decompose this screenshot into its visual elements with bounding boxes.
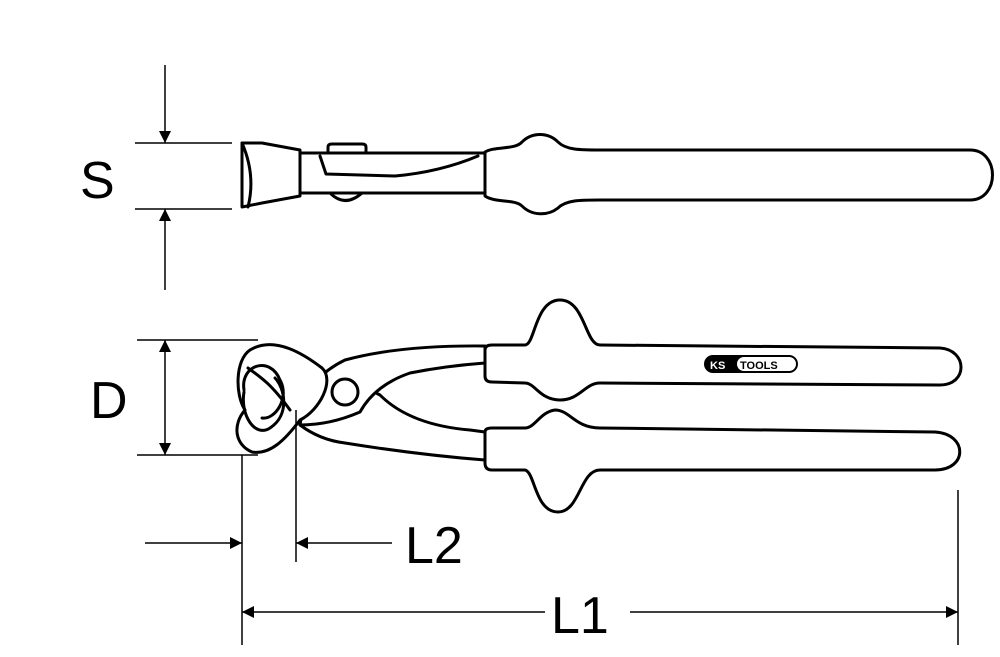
top-handle	[483, 133, 994, 216]
label-d: D	[90, 372, 128, 430]
logo-tools-text: TOOLS	[740, 360, 778, 372]
dimension-d: D	[90, 339, 258, 456]
dimension-l1: L1	[242, 490, 959, 645]
top-pivot-tab	[326, 142, 368, 155]
top-head-face	[240, 141, 253, 209]
label-l1: L1	[551, 587, 609, 645]
head-jaw-cross	[246, 366, 292, 412]
ks-tools-logo: KS TOOLS	[704, 355, 798, 373]
pliers-side-view: KS TOOLS	[235, 298, 963, 514]
head-jaw-lower	[241, 376, 286, 432]
head-jaw-upper	[242, 364, 285, 420]
upper-handle	[483, 298, 963, 402]
pliers-top-view	[240, 133, 994, 216]
logo-ks-text: KS	[710, 360, 725, 372]
pivot-circle	[330, 377, 360, 407]
dimension-s: S	[80, 65, 232, 290]
label-s: S	[80, 152, 115, 210]
top-jaw-slot	[318, 154, 480, 178]
label-l2: L2	[405, 517, 463, 575]
lower-handle	[483, 408, 962, 514]
dimension-l2: L2	[145, 410, 463, 645]
top-head	[240, 141, 302, 209]
